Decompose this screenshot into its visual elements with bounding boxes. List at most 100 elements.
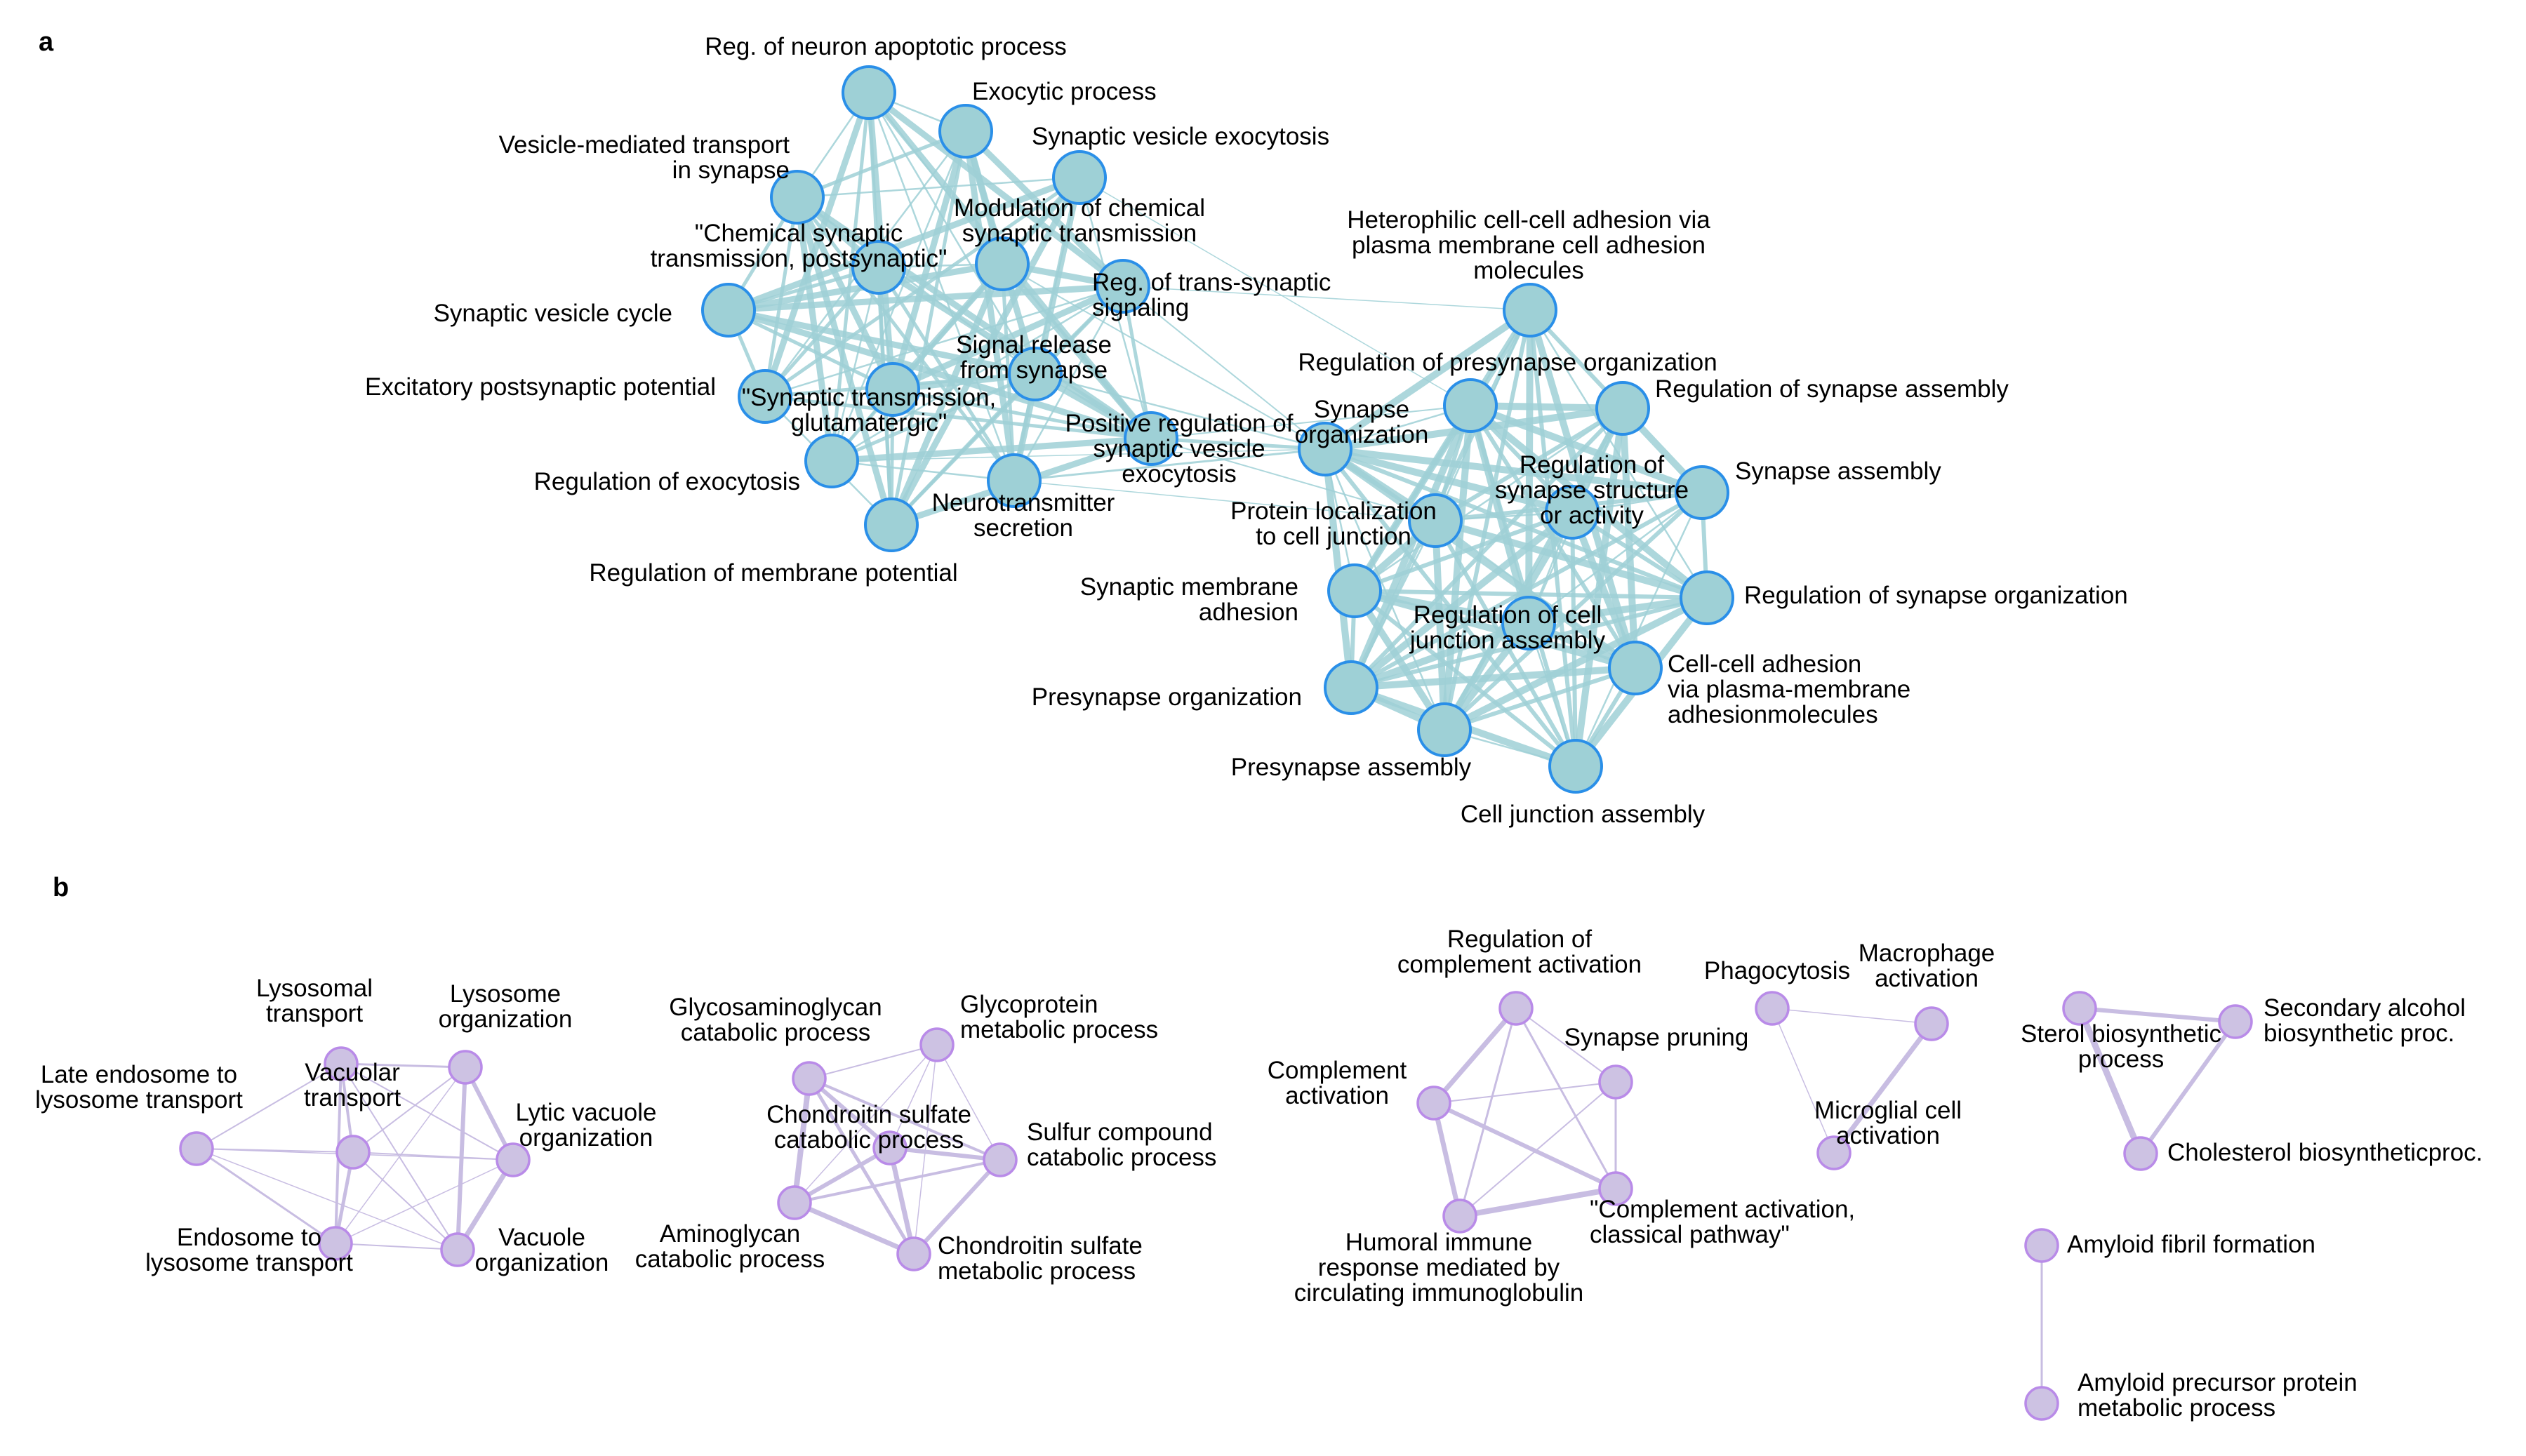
node-classical[interactable]: [1598, 1171, 1633, 1206]
node-vac-org[interactable]: [440, 1232, 475, 1267]
label-line: Glycoprotein: [960, 991, 1098, 1018]
node-lyso-transport[interactable]: [324, 1046, 359, 1081]
node-amyloid-fibril[interactable]: [2024, 1228, 2059, 1263]
label-line: catabolic process: [681, 1019, 870, 1046]
label-line: Reg. of neuron apoptotic process: [705, 33, 1067, 60]
node-reg-membrane[interactable]: [864, 497, 919, 552]
node-syn-ves-cycle[interactable]: [701, 283, 756, 338]
label-line: Synaptic vesicle cycle: [434, 300, 672, 327]
node-reg-cell-junc[interactable]: [1501, 596, 1556, 650]
edge-phago-microglial: [1771, 1008, 1835, 1154]
label-line: Vacuolar: [305, 1059, 400, 1086]
edge-reg_syn_org-presyn_assembly: [1441, 594, 1710, 733]
edge-reg_trans-excit_post: [764, 285, 1124, 398]
label-line: synapse structure: [1495, 476, 1689, 504]
node-chond-met[interactable]: [896, 1236, 931, 1271]
node-ves-transport[interactable]: [770, 170, 825, 225]
node-cholesterol[interactable]: [2123, 1136, 2158, 1171]
label-line: activation: [1285, 1082, 1389, 1109]
node-exocytic[interactable]: [938, 104, 993, 159]
node-late-endo[interactable]: [179, 1131, 214, 1166]
node-reg-complement[interactable]: [1498, 991, 1534, 1026]
label-line: activation: [1836, 1122, 1940, 1149]
edge-pos_reg_exo-reg_presyn_org: [1150, 405, 1471, 439]
node-endo-lyso[interactable]: [318, 1226, 353, 1261]
edge-chond_cat-aminoglycan: [792, 1146, 892, 1205]
edge-reg_trans-reg_exocytosis: [830, 285, 1124, 462]
label-reg-presyn-org: Regulation of presynapse organization: [1298, 349, 1717, 376]
label-line: Late endosome to: [41, 1061, 237, 1088]
node-reg-syn-struct[interactable]: [1545, 485, 1600, 540]
label-line: Lysosomal: [256, 975, 373, 1002]
node-gag-cat[interactable]: [792, 1061, 827, 1096]
edge-gag_cat-aminoglycan: [792, 1076, 812, 1205]
edge-cell_cell_adh-presyn_assembly: [1442, 666, 1637, 732]
node-cell-cell-adh[interactable]: [1608, 641, 1663, 695]
node-lyso-org[interactable]: [448, 1050, 483, 1085]
label-line: metabolic process: [960, 1016, 1158, 1043]
node-synapse-org[interactable]: [1298, 422, 1352, 476]
label-line: Sterol biosynthetic: [2021, 1020, 2221, 1048]
node-amyloid-prec[interactable]: [2024, 1386, 2059, 1421]
label-line: catabolic process: [774, 1126, 964, 1154]
node-reg-syn-assembly[interactable]: [1595, 381, 1650, 436]
node-reg-trans[interactable]: [1096, 259, 1150, 314]
node-syn-assembly[interactable]: [1675, 465, 1729, 520]
node-neurotrans[interactable]: [987, 453, 1042, 508]
node-syn-membrane-adh[interactable]: [1327, 563, 1382, 618]
node-reg-exocytosis[interactable]: [804, 434, 859, 488]
edge-protein_loc-cell_junc_assembly: [1433, 519, 1578, 768]
node-cell-junc-assembly[interactable]: [1548, 739, 1603, 794]
node-reg-presyn-org[interactable]: [1443, 378, 1498, 433]
node-pos-reg-exo[interactable]: [1124, 411, 1178, 466]
node-presyn-org[interactable]: [1324, 660, 1378, 715]
node-sterol[interactable]: [2062, 991, 2097, 1026]
edge-aminoglycan-chond_met: [792, 1200, 917, 1257]
node-humoral[interactable]: [1442, 1198, 1477, 1234]
node-sec-alcohol[interactable]: [2218, 1004, 2253, 1039]
node-chem-post[interactable]: [851, 240, 906, 295]
label-line: Regulation of synapse organization: [1744, 582, 2128, 609]
node-syn-pruning[interactable]: [1598, 1064, 1633, 1100]
node-syn-glut[interactable]: [865, 362, 920, 417]
label-line: "Chemical synaptic: [695, 220, 903, 247]
label-line: Regulation of exocytosis: [534, 468, 800, 495]
label-line: Lysosome: [450, 980, 561, 1008]
node-aminoglycan[interactable]: [777, 1185, 812, 1220]
node-phago[interactable]: [1755, 991, 1790, 1026]
edge-reg_trans-synapse_org: [1122, 286, 1326, 450]
node-glycoprot[interactable]: [919, 1027, 955, 1062]
node-excit-post[interactable]: [738, 369, 792, 424]
edge-reg_presyn_org-syn_assembly: [1467, 402, 1706, 496]
node-microglial[interactable]: [1816, 1135, 1852, 1170]
node-presyn-assembly[interactable]: [1417, 702, 1472, 757]
edge-endo_lyso-vac_org: [335, 1243, 458, 1250]
node-vacuolar[interactable]: [335, 1135, 371, 1170]
label-line: Glycosaminoglycan: [669, 994, 882, 1021]
node-reg-syn-org[interactable]: [1680, 570, 1734, 625]
edge-gag_cat-sulfur: [808, 1077, 1002, 1161]
node-chond-cat[interactable]: [872, 1130, 908, 1166]
node-reg-neuron-apop[interactable]: [842, 65, 896, 120]
panel-a-labels: Reg. of neuron apoptotic processExocytic…: [365, 33, 2128, 828]
node-mod-chem[interactable]: [975, 236, 1030, 291]
node-lytic-vac[interactable]: [496, 1142, 531, 1177]
label-reg-membrane: Regulation of membrane potential: [589, 559, 957, 587]
edge-reg_complement-humoral: [1458, 1007, 1517, 1217]
node-complement-act[interactable]: [1416, 1086, 1451, 1121]
label-reg-exocytosis: Regulation of exocytosis: [534, 468, 800, 495]
node-macro-act[interactable]: [1914, 1006, 1949, 1041]
label-line: Humoral immune: [1345, 1229, 1532, 1256]
node-syn-ves-exo[interactable]: [1052, 150, 1107, 205]
node-sulfur[interactable]: [983, 1142, 1018, 1177]
node-hetero[interactable]: [1503, 283, 1557, 338]
node-protein-loc[interactable]: [1408, 493, 1463, 548]
edge-glycoprot-sulfur: [936, 1044, 1001, 1161]
label-line: transmission, postsynaptic": [651, 245, 948, 272]
node-signal-release[interactable]: [1008, 347, 1063, 401]
